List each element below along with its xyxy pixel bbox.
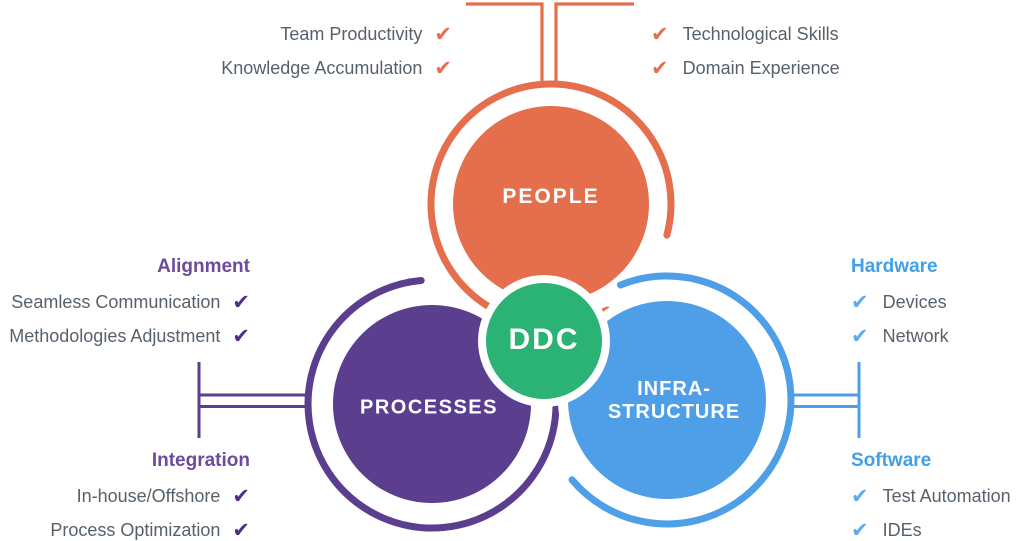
- ddc-hub-label: DDC: [508, 323, 580, 356]
- integration-heading: Integration: [151, 450, 250, 471]
- people-left-list: Team Productivity ✔ Knowledge Accumulati…: [221, 17, 452, 85]
- list-item: ✔ Devices: [851, 285, 949, 319]
- ddc-circle: [486, 283, 602, 399]
- check-icon: ✔: [651, 22, 669, 46]
- check-icon: ✔: [434, 22, 452, 46]
- alignment-heading: Alignment: [157, 256, 250, 277]
- infrastructure-label-line2: STRUCTURE: [607, 401, 741, 423]
- hardware-heading: Hardware: [851, 256, 938, 277]
- list-item-label: Methodologies Adjustment: [9, 325, 221, 346]
- people-circle-label: PEOPLE: [502, 185, 600, 208]
- check-icon: ✔: [851, 324, 869, 348]
- list-item: ✔ Domain Experience: [651, 51, 840, 85]
- people-circle: [453, 106, 649, 302]
- processes-ring-arc: [304, 277, 560, 532]
- check-icon: ✔: [851, 518, 869, 541]
- list-item-label: Test Automation: [882, 485, 1011, 506]
- list-item: Process Optimization ✔: [50, 513, 250, 541]
- infrastructure-circle-label: INFRA- STRUCTURE: [608, 378, 740, 424]
- processes-integration-list: Integration In-house/Offshore ✔ Process …: [50, 447, 250, 541]
- processes-circle-label: PROCESSES: [360, 396, 498, 419]
- check-icon: ✔: [232, 324, 250, 348]
- infrastructure-label-line1: INFRA-: [637, 378, 711, 400]
- infrastructure-hardware-list: Hardware ✔ Devices ✔ Network: [851, 253, 949, 353]
- software-heading: Software: [851, 450, 932, 471]
- list-item: Knowledge Accumulation ✔: [221, 51, 452, 85]
- list-item-label: Network: [882, 325, 949, 346]
- list-item-label: Technological Skills: [682, 23, 839, 44]
- infrastructure-circle: [568, 301, 766, 499]
- infrastructure-ring-arc: [568, 272, 795, 528]
- list-item-label: Team Productivity: [280, 23, 423, 44]
- check-icon: ✔: [232, 290, 250, 314]
- list-item: Methodologies Adjustment ✔: [9, 319, 250, 353]
- check-icon: ✔: [851, 290, 869, 314]
- list-item: In-house/Offshore ✔: [50, 479, 250, 513]
- list-item: ✔ Test Automation: [851, 479, 1011, 513]
- list-item-label: Devices: [882, 291, 947, 312]
- processes-alignment-list: Alignment Seamless Communication ✔ Metho…: [9, 253, 250, 353]
- list-item-label: Seamless Communication: [11, 291, 221, 312]
- people-connector-line: [466, 2, 634, 81]
- list-item-label: Process Optimization: [50, 519, 221, 540]
- list-item-label: Knowledge Accumulation: [221, 57, 423, 78]
- list-item: Seamless Communication ✔: [9, 285, 250, 319]
- check-icon: ✔: [434, 56, 452, 80]
- check-icon: ✔: [851, 484, 869, 508]
- infrastructure-software-list: Software ✔ Test Automation ✔ IDEs: [851, 447, 1011, 541]
- list-item: ✔ Network: [851, 319, 949, 353]
- check-icon: ✔: [232, 518, 250, 541]
- list-item: ✔ IDEs: [851, 513, 1011, 541]
- infrastructure-connector-line: [793, 362, 861, 438]
- list-item: Team Productivity ✔: [221, 17, 452, 51]
- check-icon: ✔: [232, 484, 250, 508]
- list-item-label: In-house/Offshore: [76, 485, 221, 506]
- people-right-list: ✔ Technological Skills ✔ Domain Experien…: [651, 17, 840, 85]
- list-item: ✔ Technological Skills: [651, 17, 840, 51]
- processes-connector-line: [197, 362, 305, 438]
- list-item-label: IDEs: [882, 519, 922, 540]
- check-icon: ✔: [651, 56, 669, 80]
- list-item-label: Domain Experience: [682, 57, 840, 78]
